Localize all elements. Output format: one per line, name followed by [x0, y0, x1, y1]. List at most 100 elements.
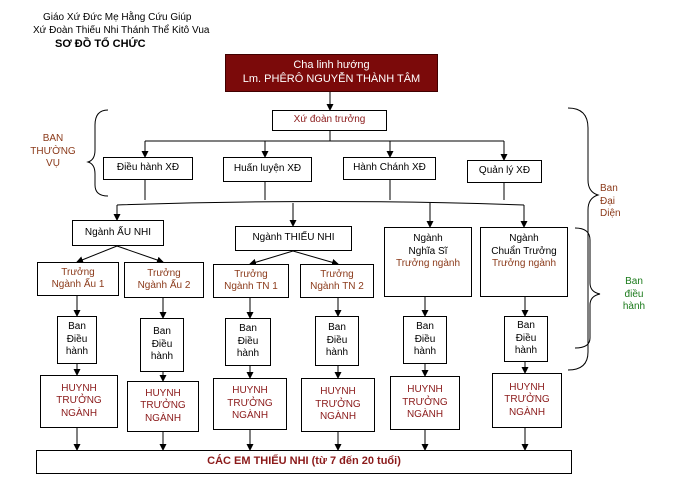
truong-nganh-line: Ngành Ấu 1	[51, 279, 105, 290]
dept-box-dieu-hanh: Điều hành XĐ	[103, 157, 193, 180]
nganh-au-nhi-label: Ngành ẤU NHI	[84, 226, 152, 238]
ban-dieu-hanh-line: Điều	[515, 332, 537, 344]
ban-dieu-hanh-box: Ban Điều hành	[57, 316, 97, 364]
ban-dieu-hanh-line: Ban	[517, 320, 535, 332]
ban-dieu-hanh-line: hành	[325, 347, 349, 359]
truong-nganh-line: Trưởng	[147, 267, 181, 279]
huynh-truong-line: NGÀNH	[60, 407, 98, 419]
ban-dieu-hanh-side-label: Ban điều hành	[616, 276, 652, 314]
ban-dai-dien-line: Đại	[600, 195, 616, 207]
ban-dieu-hanh-line: Ban	[239, 323, 257, 335]
ban-dai-dien-line: Diện	[600, 208, 621, 219]
ban-dieu-hanh-line: hành	[236, 348, 260, 360]
huynh-truong-line: HUYNH	[320, 386, 356, 398]
huynh-truong-box: HUYNH TRƯỞNG NGÀNH	[492, 373, 562, 428]
ban-thuong-vu-label: BAN THƯỜNG VỤ	[30, 133, 76, 171]
ban-dieu-hanh-line: hành	[65, 346, 89, 358]
huynh-truong-line: HUYNH	[232, 385, 268, 397]
ban-dai-dien-label: Ban Đại Diện	[600, 183, 628, 221]
dept-label: Điều hành XĐ	[116, 162, 180, 174]
nganh-chuan-truong-box: Ngành Chuẩn Trưởng Trưởng ngành	[480, 227, 568, 297]
association-title: Xứ Đoàn Thiếu Nhi Thánh Thể Kitô Vua	[33, 25, 210, 36]
nganh-thieu-nhi-label: Ngành THIẾU NHI	[252, 232, 335, 244]
ban-dai-dien-line: Ban	[600, 183, 618, 194]
nganh-chuan-truong-leader: Trưởng ngành	[491, 258, 557, 269]
ban-dieu-hanh-box: Ban Điều hành	[140, 318, 184, 372]
xu-doan-truong-label: Xứ đoàn trưởng	[293, 114, 366, 126]
truong-nganh-au-2-box: Trưởng Ngành Ấu 2	[124, 262, 204, 298]
truong-nganh-line: Ngành TN 2	[310, 281, 364, 292]
huynh-truong-line: TRƯỞNG	[140, 400, 186, 412]
dept-box-hanh-chanh: Hành Chánh XĐ	[343, 157, 436, 180]
nganh-nghia-si-leader: Trưởng ngành	[395, 258, 461, 269]
ban-dieu-hanh-line: Ban	[153, 326, 171, 338]
huynh-truong-line: NGÀNH	[144, 412, 182, 424]
spiritual-director-name: Lm. PHÊRÔ NGUYỄN THÀNH TÂM	[242, 73, 421, 85]
chart-title: SƠ ĐỒ TỔ CHỨC	[55, 38, 146, 50]
ban-dieu-hanh-line: Điều	[414, 333, 436, 345]
ban-dieu-hanh-line: Điều	[151, 338, 173, 350]
truong-nganh-line: Ngành TN 1	[224, 281, 278, 292]
ban-dieu-hanh-line: Điều	[66, 333, 88, 345]
nganh-nghia-si-box: Ngành Nghĩa Sĩ Trưởng ngành	[384, 227, 472, 297]
ban-dieu-hanh-box: Ban Điều hành	[315, 316, 359, 366]
dept-box-huan-luyen: Huấn luyện XĐ	[223, 157, 312, 182]
huynh-truong-line: NGÀNH	[319, 411, 357, 423]
huynh-truong-line: TRƯỞNG	[504, 394, 550, 406]
parish-title: Giáo Xứ Đức Mẹ Hằng Cứu Giúp	[43, 12, 192, 23]
huynh-truong-line: TRƯỞNG	[56, 395, 102, 407]
ban-dieu-hanh-side-line: Ban	[625, 276, 643, 287]
huynh-truong-line: HUYNH	[407, 384, 443, 396]
huynh-truong-box: HUYNH TRƯỞNG NGÀNH	[390, 376, 460, 430]
ban-dieu-hanh-box: Ban Điều hành	[403, 316, 447, 364]
nganh-nghia-si-line: Nghĩa Sĩ	[408, 245, 448, 257]
huynh-truong-line: TRƯỞNG	[402, 396, 448, 408]
huynh-truong-line: TRƯỞNG	[315, 398, 361, 410]
ban-dieu-hanh-side-line: hành	[622, 301, 646, 312]
nganh-chuan-truong-line: Ngành	[509, 233, 539, 244]
ban-dieu-hanh-box: Ban Điều hành	[504, 316, 548, 362]
dept-label: Huấn luyện XĐ	[233, 163, 302, 175]
ban-dieu-hanh-side-line: điều	[624, 288, 644, 300]
xu-doan-truong-box: Xứ đoàn trưởng	[272, 110, 387, 131]
huynh-truong-box: HUYNH TRƯỞNG NGÀNH	[301, 378, 375, 432]
dept-box-quan-ly: Quản lý XĐ	[467, 160, 542, 183]
ban-dieu-hanh-line: Ban	[328, 322, 346, 334]
huynh-truong-line: HUYNH	[509, 381, 545, 393]
ban-dieu-hanh-line: hành	[413, 346, 437, 358]
truong-nganh-line: Ngành Ấu 2	[137, 280, 191, 291]
ban-dieu-hanh-line: Ban	[416, 321, 434, 333]
truong-nganh-line: Trưởng	[234, 268, 268, 280]
ban-dieu-hanh-line: Điều	[326, 334, 348, 346]
huynh-truong-line: HUYNH	[61, 382, 97, 394]
nganh-nghia-si-line: Ngành	[413, 233, 443, 244]
ban-thuong-vu-line: THƯỜNG	[30, 145, 76, 157]
truong-nganh-line: Trưởng	[320, 268, 354, 280]
nganh-thieu-nhi-box: Ngành THIẾU NHI	[235, 226, 352, 251]
huynh-truong-line: NGÀNH	[406, 409, 444, 421]
ban-dieu-hanh-line: Ban	[68, 321, 86, 333]
truong-nganh-line: Trưởng	[61, 266, 95, 278]
ban-dieu-hanh-line: hành	[150, 351, 174, 363]
ban-thuong-vu-line: BAN	[42, 133, 64, 144]
huynh-truong-line: HUYNH	[145, 387, 181, 399]
ban-dieu-hanh-line: Điều	[237, 335, 259, 347]
all-children-label: CÁC EM THIẾU NHI (từ 7 đến 20 tuổi)	[207, 455, 401, 468]
nganh-au-nhi-box: Ngành ẤU NHI	[72, 220, 164, 246]
huynh-truong-line: NGÀNH	[508, 406, 546, 418]
all-children-box: CÁC EM THIẾU NHI (từ 7 đến 20 tuổi)	[36, 450, 572, 474]
ban-thuong-vu-line: VỤ	[46, 158, 60, 169]
huynh-truong-box: HUYNH TRƯỞNG NGÀNH	[127, 381, 199, 432]
huynh-truong-line: NGÀNH	[231, 410, 269, 422]
truong-nganh-tn-2-box: Trưởng Ngành TN 2	[300, 264, 374, 298]
spiritual-director-box: Cha linh hướng Lm. PHÊRÔ NGUYỄN THÀNH TÂ…	[225, 54, 438, 92]
ban-dieu-hanh-box: Ban Điều hành	[225, 318, 271, 366]
huynh-truong-box: HUYNH TRƯỞNG NGÀNH	[40, 375, 118, 428]
huynh-truong-box: HUYNH TRƯỞNG NGÀNH	[213, 378, 287, 430]
dept-label: Hành Chánh XĐ	[353, 162, 426, 174]
spiritual-director-role: Cha linh hướng	[293, 59, 370, 72]
dept-label: Quản lý XĐ	[478, 165, 531, 177]
nganh-chuan-truong-line: Chuẩn Trưởng	[491, 245, 557, 257]
